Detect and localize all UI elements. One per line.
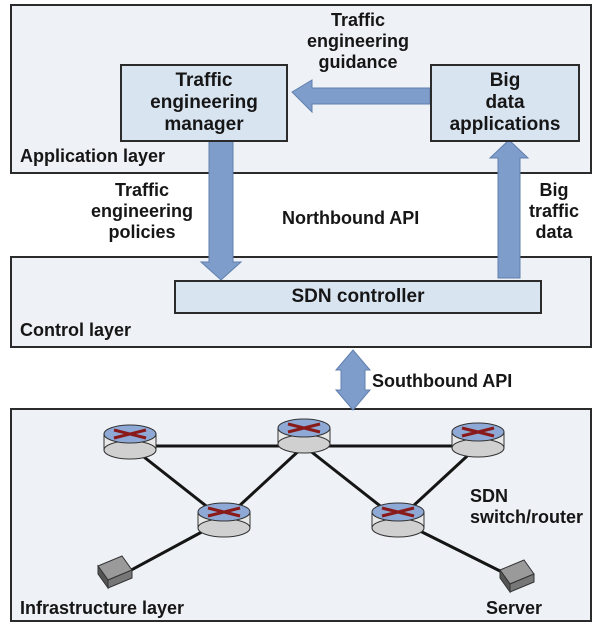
infrastructure-layer-label: Infrastructure layer [20,598,185,618]
server-label: Server [486,598,543,618]
router-5 [371,502,425,538]
traffic-engineering-manager-box: Traffic engineering manager [120,64,288,142]
northbound-api-label: Northbound API [282,208,420,228]
big-data-applications-box: Big data applications [430,64,580,142]
network-links [121,444,509,577]
big-traffic-data-arrow [488,139,530,279]
router-3 [451,422,505,458]
router-1 [103,424,157,460]
router-4 [197,502,251,538]
traffic-engineering-policies-label: Traffic engineering policies [90,180,193,242]
sdn-controller-box: SDN controller [174,280,542,314]
te-policies-arrow [199,139,243,281]
big-traffic-data-label: Big traffic data [528,180,579,242]
te-guidance-arrow [291,79,431,114]
control-layer-label: Control layer [20,320,132,340]
server-icon-right [499,559,535,594]
server-icon-left [97,555,133,590]
application-layer-label: Application layer [20,146,166,166]
router-2 [277,418,331,454]
southbound-api-arrow [334,349,372,411]
sdn-switch-router-label: SDN switch/router [470,486,584,527]
southbound-api-label: Southbound API [372,371,513,391]
traffic-engineering-guidance-label: Traffic engineering guidance [306,10,409,72]
